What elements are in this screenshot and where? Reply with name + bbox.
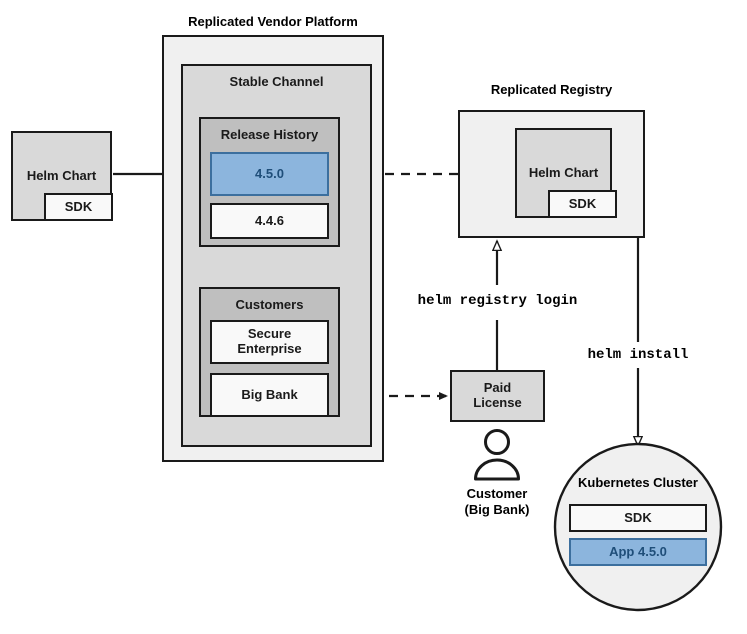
vendor-platform-title: Replicated Vendor Platform [188,14,358,30]
release-version-label: 4.4.6 [255,212,284,228]
cluster-item-sdk: SDK [569,504,707,532]
sdk-label: SDK [568,195,597,211]
customer-entry-big-bank[interactable]: Big Bank [210,373,329,417]
customer-entry-line1: Secure [247,326,292,342]
customer-caption-line2: (Big Bank) [464,502,530,518]
sdk-label: SDK [64,198,93,214]
helm-install-label: helm install [587,346,689,363]
release-item-4-5-0[interactable]: 4.5.0 [210,152,329,196]
paid-license-line2: License [473,395,522,410]
paid-license-box: Paid License [450,370,545,422]
release-history-title: Release History [220,127,319,142]
paid-license-line1: Paid [483,380,512,396]
source-helm-chart-title: Helm Chart [26,167,97,183]
person-icon [474,429,520,481]
cluster-item-label: SDK [624,509,652,525]
kubernetes-cluster-title: Kubernetes Cluster [578,475,698,491]
release-version-label: 4.5.0 [255,165,284,181]
customer-entry-line1: Big Bank [241,386,298,402]
registry-helm-chart-title: Helm Chart [528,164,599,180]
registry-sdk-box: SDK [548,190,617,218]
customer-caption: Customer (Big Bank) [430,486,564,519]
registry-title: Replicated Registry [490,82,613,98]
customer-entry-line2: Enterprise [237,341,302,356]
customers-title: Customers [235,297,304,312]
cluster-item-app: App 4.5.0 [569,538,707,566]
source-helm-chart-sdk-box: SDK [44,193,113,221]
helm-registry-login-label: helm registry login [417,292,578,309]
customer-entry-secure-enterprise[interactable]: Secure Enterprise [210,320,329,364]
customer-caption-line1: Customer [466,486,528,501]
stable-channel-title: Stable Channel [229,74,324,89]
cluster-item-label: App 4.5.0 [609,543,667,559]
release-item-4-4-6[interactable]: 4.4.6 [210,203,329,239]
